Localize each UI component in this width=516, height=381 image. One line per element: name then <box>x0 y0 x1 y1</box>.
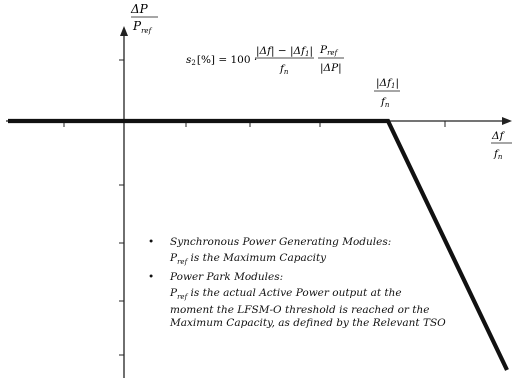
svg-text:fn: fn <box>279 63 289 76</box>
note-item: Power Park Modules: Pref is the actual A… <box>148 271 448 330</box>
y-axis-arrow <box>120 26 128 36</box>
svg-text:|Δf1|: |Δf1| <box>376 77 399 90</box>
note-item: Synchronous Power Generating Modules: Pr… <box>148 236 448 269</box>
x-axis-arrow <box>502 117 512 125</box>
svg-text:Pref: Pref <box>319 44 339 57</box>
note-title: Power Park Modules: <box>170 271 284 284</box>
y-ticks <box>119 59 124 356</box>
threshold-label: |Δf1| fn <box>374 77 400 109</box>
note-title: Synchronous Power Generating Modules: <box>170 236 392 248</box>
svg-text:Pref: Pref <box>132 19 153 35</box>
x-axis-label: Δf fn <box>491 130 512 161</box>
svg-text:ΔP: ΔP <box>130 2 149 16</box>
svg-text:|ΔP|: |ΔP| <box>320 62 342 75</box>
droop-formula: s2[%] = 100 · |Δf| − |Δf1| fn Pref |ΔP| <box>186 44 344 76</box>
svg-text:Δf: Δf <box>491 130 506 142</box>
note-text: Pref is the Maximum Capacity <box>170 252 327 267</box>
note-text: Pref is the actual Active Power output a… <box>170 287 446 330</box>
svg-text:|Δf| − |Δf1|: |Δf| − |Δf1| <box>256 45 313 58</box>
svg-text:fn: fn <box>380 96 390 109</box>
lfsm-o-characteristic-line <box>8 118 509 371</box>
svg-text:s2[%] = 100 ·: s2[%] = 100 · <box>186 54 257 67</box>
notes-list: Synchronous Power Generating Modules: Pr… <box>148 236 448 332</box>
y-axis-label: ΔP Pref <box>130 2 158 35</box>
svg-text:fn: fn <box>493 148 503 161</box>
